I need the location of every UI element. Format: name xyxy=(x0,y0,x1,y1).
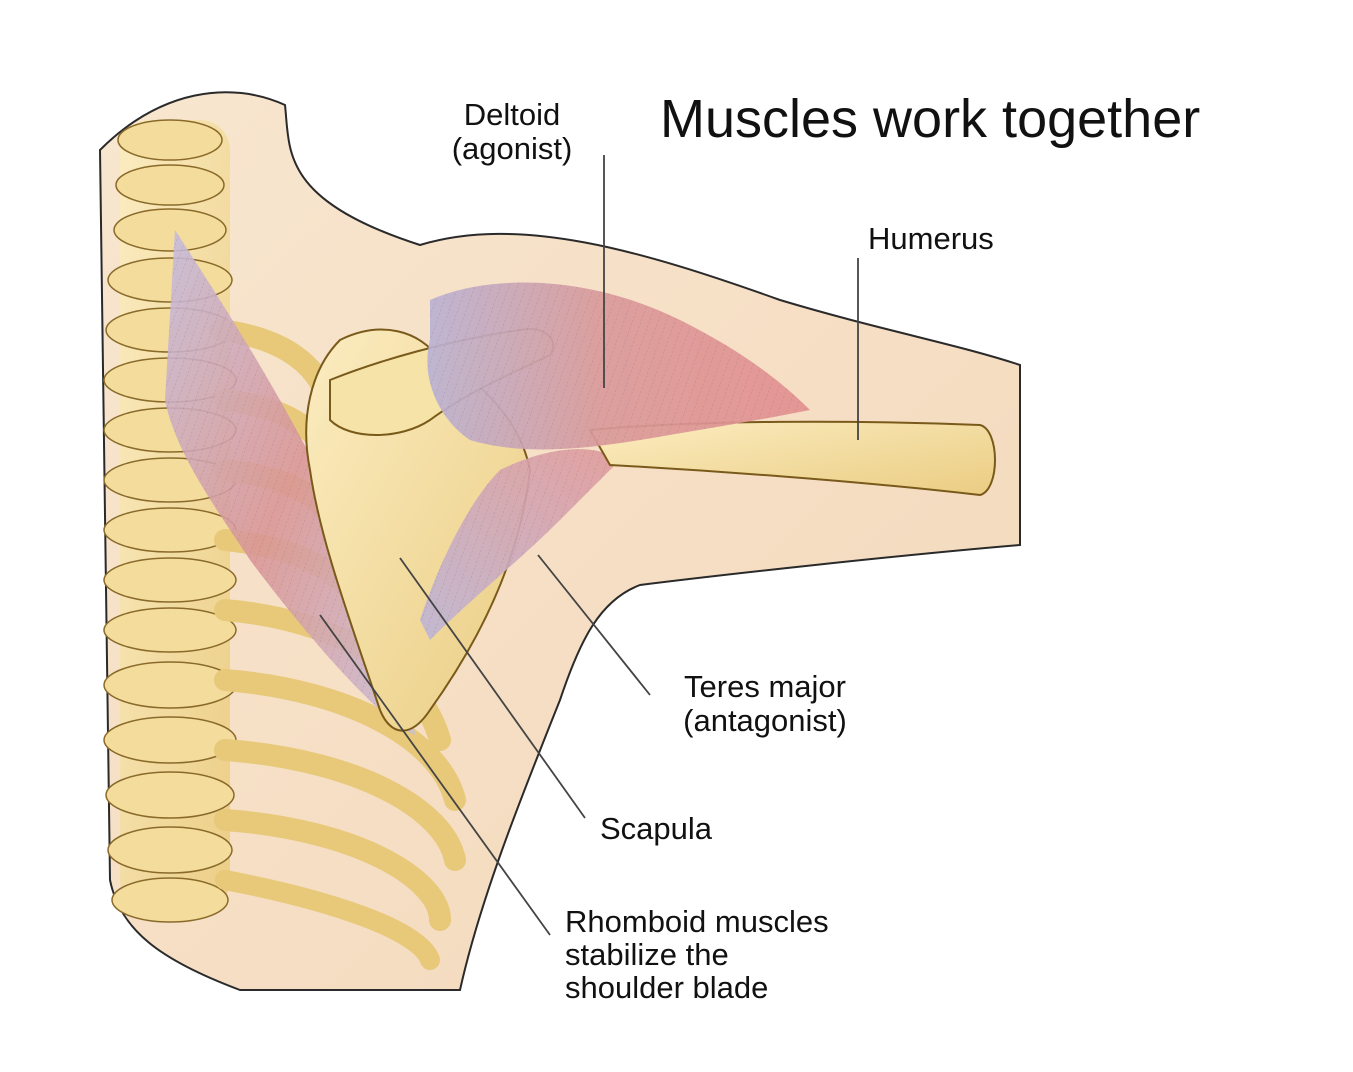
label-rhomboid-muscles: Rhomboid muscles stabilize the shoulder … xyxy=(565,904,829,1005)
teres-major-leader xyxy=(537,554,651,696)
deltoid-muscle xyxy=(427,282,810,450)
label-deltoid: Deltoid (agonist) xyxy=(451,97,573,166)
humerus-bone xyxy=(588,420,996,497)
label-scapula: Scapula xyxy=(600,811,713,846)
spine xyxy=(103,119,237,923)
rhomboid-leader xyxy=(319,614,551,936)
label-humerus: Humerus xyxy=(868,221,994,256)
label-teres-major: Teres major (antagonist) xyxy=(683,669,847,738)
leader-lines xyxy=(319,155,859,936)
diagram-title: Muscles work together xyxy=(660,89,1201,149)
teres-major-muscle xyxy=(420,449,620,640)
scapula-leader xyxy=(399,557,586,819)
